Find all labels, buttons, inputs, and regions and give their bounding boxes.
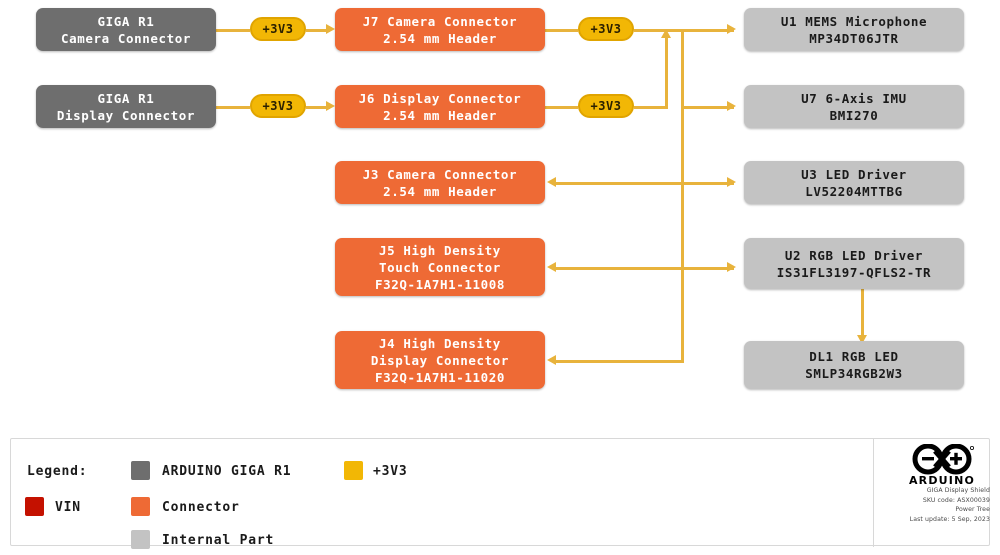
wire-riser-vertical [665,36,668,109]
arrow-into-j5 [547,262,556,272]
block-line-2: Display Connector [370,352,510,368]
wire-bus-to-j4 [556,360,684,363]
legend-label-internal-part: Internal Part [162,533,275,548]
block-j7-camera-connector[interactable]: J7 Camera Connector 2.54 mm Header [335,8,545,51]
wire-rail4-to-riser [634,106,668,109]
block-line-2: 2.54 mm Header [383,107,497,123]
legend-heading: Legend: [27,464,88,479]
block-j4-high-density-display-connector[interactable]: J4 High Density Display Connector F32Q-1… [335,331,545,389]
block-line-1: J7 Camera Connector [362,13,518,29]
rail-badge-3v3-3[interactable]: +3V3 [578,17,634,41]
legend-label-vin: VIN [55,500,81,515]
rail-badge-3v3-1[interactable]: +3V3 [250,17,306,41]
wire-bus-to-j3 [556,182,684,185]
block-j5-high-density-touch-connector[interactable]: J5 High Density Touch Connector F32Q-1A7… [335,238,545,296]
block-line-1: GIGA R1 [97,90,155,106]
arduino-logo: ARDUINO [872,444,990,486]
brand-last-update: Last update: 5 Sep, 2023 [909,515,990,523]
svg-text:ARDUINO: ARDUINO [909,474,975,486]
block-line-1: J4 High Density [379,335,501,351]
brand-sku: SKU code: ASX00039 [922,496,990,504]
legend-label-giga-r1: ARDUINO GIGA R1 [162,464,292,479]
arrow-into-u1 [727,24,736,34]
wire-j6-to-rail4 [545,106,578,109]
brand-doc-type: Power Tree [955,506,990,513]
arrow-into-j7 [326,24,335,34]
rail-badge-3v3-4[interactable]: +3V3 [578,94,634,118]
arrow-into-u3 [727,177,736,187]
wire-rail1-to-j7 [306,29,330,32]
arrow-into-dl1 [857,335,867,344]
wire-bus-to-j5 [556,267,684,270]
brand-product: GIGA Display Shield [926,487,990,494]
wire-bus-to-u7 [681,106,734,109]
block-u2-rgb-led-driver[interactable]: U2 RGB LED Driver IS31FL3197-QFLS2-TR [744,238,964,289]
block-dl1-rgb-led[interactable]: DL1 RGB LED SMLP34RGB2W3 [744,341,964,389]
block-line-1: U7 6-Axis IMU [801,90,907,106]
legend-swatch-giga-r1 [131,461,150,480]
arrow-into-u2 [727,262,736,272]
block-line-2: Camera Connector [60,30,191,46]
block-line-2: Display Connector [56,107,196,123]
wire-giga-display-to-rail2 [216,106,250,109]
block-line-2: LV52204MTTBG [805,183,903,199]
block-j6-display-connector[interactable]: J6 Display Connector 2.54 mm Header [335,85,545,128]
legend-swatch-rail-3v3 [344,461,363,480]
block-line-2: BMI270 [829,107,879,123]
block-line-1: U3 LED Driver [801,166,907,182]
arrow-riser-top [661,29,671,38]
block-line-3: F32Q-1A7H1-11008 [374,276,505,292]
legend-swatch-connector [131,497,150,516]
legend-label-connector: Connector [162,500,240,515]
legend-swatch-vin [25,497,44,516]
wire-rail3-to-u1 [634,29,734,32]
arrow-into-j3 [547,177,556,187]
block-u3-led-driver[interactable]: U3 LED Driver LV52204MTTBG [744,161,964,204]
legend-swatch-internal-part [131,530,150,549]
block-line-1: U1 MEMS Microphone [780,13,928,29]
arduino-infinity-logo-icon: ARDUINO [909,444,975,486]
wire-j7-to-rail3 [545,29,578,32]
arrow-into-j4 [547,355,556,365]
block-giga-camera-connector[interactable]: GIGA R1 Camera Connector [36,8,216,51]
wire-main-bus [681,29,684,363]
legend-divider [873,439,874,547]
block-line-2: 2.54 mm Header [383,30,497,46]
block-line-2: IS31FL3197-QFLS2-TR [776,264,932,280]
block-line-2: 2.54 mm Header [383,183,497,199]
block-line-1: U2 RGB LED Driver [784,247,924,263]
wire-bus-to-u2 [681,267,734,270]
arrow-into-u7 [727,101,736,111]
block-j3-camera-connector[interactable]: J3 Camera Connector 2.54 mm Header [335,161,545,204]
block-line-3: F32Q-1A7H1-11020 [374,369,505,385]
block-line-1: DL1 RGB LED [809,349,899,364]
arrow-into-j6 [326,101,335,111]
legend-label-rail-3v3: +3V3 [373,464,408,479]
legend-panel: Legend: ARDUINO GIGA R1 +3V3 VIN Connect… [10,438,990,549]
rail-badge-3v3-2[interactable]: +3V3 [250,94,306,118]
wire-giga-camera-to-rail1 [216,29,250,32]
block-line-1: GIGA R1 [97,13,155,29]
block-giga-display-connector[interactable]: GIGA R1 Display Connector [36,85,216,128]
block-line-1: J5 High Density [379,242,501,258]
block-u7-6-axis-imu[interactable]: U7 6-Axis IMU BMI270 [744,85,964,128]
block-u1-mems-microphone[interactable]: U1 MEMS Microphone MP34DT06JTR [744,8,964,51]
brand-block: ARDUINO GIGA Display Shield SKU code: AS… [872,444,990,524]
block-line-2: Touch Connector [379,259,501,275]
block-line-1: J3 Camera Connector [362,166,518,182]
block-line-2: SMLP34RGB2W3 [805,366,903,381]
wire-rail2-to-j6 [306,106,330,109]
wire-u2-to-dl1 [861,289,864,337]
block-line-1: J6 Display Connector [358,90,522,106]
block-line-2: MP34DT06JTR [809,30,899,46]
wire-bus-to-u3 [681,182,734,185]
